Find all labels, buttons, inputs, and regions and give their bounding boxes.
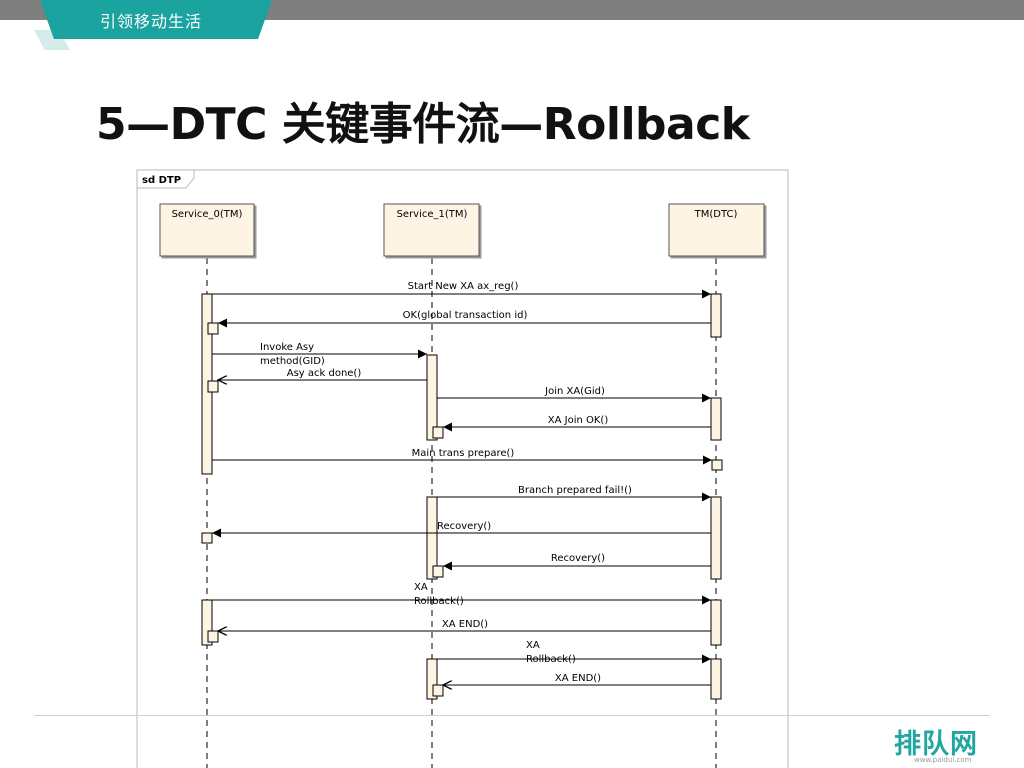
frame-tab: [137, 170, 195, 189]
message-label: XA: [414, 582, 428, 593]
lifeline-label-service0: Service_0(TM): [172, 209, 243, 220]
message-label: Asy ack done(): [287, 368, 362, 379]
message-label: XA END(): [442, 619, 488, 630]
activation-bar: [207, 630, 219, 643]
activation-bar: [710, 658, 722, 700]
footer-divider: [34, 715, 990, 716]
lifeline-box-service0: [159, 203, 255, 257]
paidui-logo: 排队网 www.paidui.com: [894, 722, 978, 764]
header-label: 引领移动生活: [100, 12, 203, 31]
message-label: Start New XA ax_reg(): [408, 281, 519, 292]
activation-bar: [207, 380, 219, 393]
message-label: Join XA(Gid): [544, 386, 605, 397]
message-label: Invoke Asy: [260, 342, 314, 353]
header-tab: [40, 0, 272, 39]
activation-bar: [432, 684, 444, 697]
activation-bar: [201, 532, 213, 544]
lifeline-label-service1: Service_1(TM): [397, 209, 468, 220]
message-label: method(GID): [260, 356, 325, 367]
activation-bar: [710, 397, 722, 441]
activation-bar: [710, 496, 722, 580]
activation-bar: [426, 658, 438, 700]
frame-label: sd DTP: [142, 175, 181, 186]
activation-bar: [432, 426, 444, 439]
message-label: XA Join OK(): [548, 415, 609, 426]
activation-bar: [711, 459, 723, 471]
logo-url: www.paidui.com: [914, 756, 972, 764]
activation-bar: [207, 322, 219, 335]
activation-bar: [710, 293, 722, 338]
lifeline-box-service1: [383, 203, 480, 257]
message-label: OK(global transaction id): [403, 310, 528, 321]
activation-bar: [432, 565, 444, 578]
activation-bar: [201, 599, 213, 646]
message-label: Recovery(): [551, 553, 605, 564]
message-label: XA: [526, 640, 540, 651]
activation-bar: [710, 599, 722, 646]
page-title: 5—DTC 关键事件流—Rollback: [96, 99, 750, 150]
message-label: Rollback(): [526, 654, 576, 665]
message-label: Rollback(): [414, 596, 464, 607]
message-label: Recovery(): [437, 521, 491, 532]
lifeline-box-dtc: [668, 203, 765, 257]
activation-bar: [426, 496, 438, 580]
message-label: Main trans prepare(): [412, 448, 515, 459]
message-label: XA END(): [555, 673, 601, 684]
message-label: Branch prepared fail!(): [518, 485, 632, 496]
logo-text: 排队网: [894, 729, 978, 760]
diagram-frame: [136, 169, 789, 768]
lifeline-label-dtc: TM(DTC): [694, 209, 738, 220]
